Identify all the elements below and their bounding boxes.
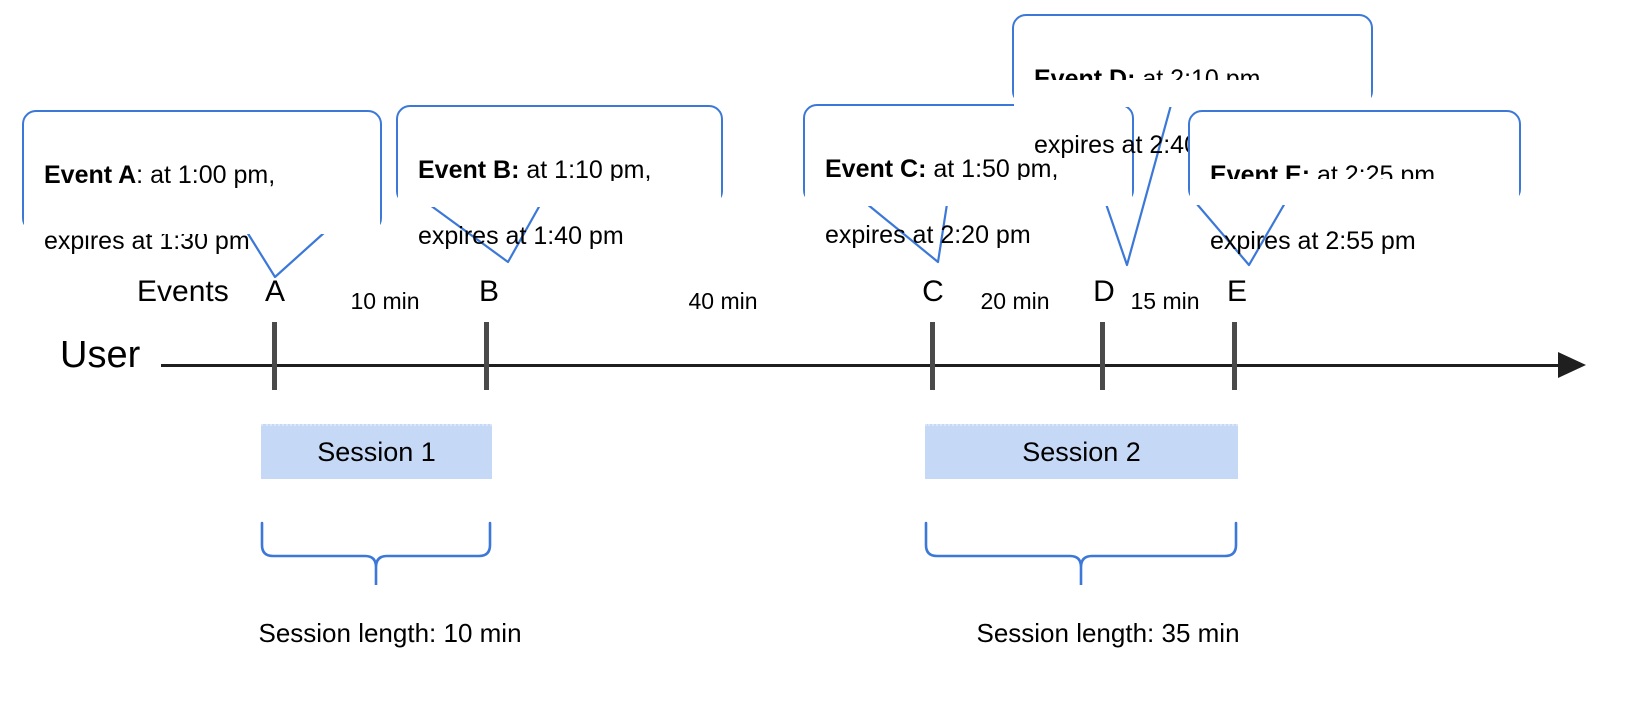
interval-label-bc: 40 min [688,288,758,314]
axis-row-label: User [60,334,141,376]
callout-event-a-line2: expires at 1:30 pm [44,227,250,255]
callout-event-b-line2: expires at 1:40 pm [418,222,624,250]
callout-event-c-line2: expires at 2:20 pm [825,221,1031,249]
event-label-d: D [1093,275,1115,308]
callout-event-a-name: Event A [44,161,137,189]
callout-event-d-name: Event D [1034,65,1128,93]
interval-label-cd: 20 min [980,288,1050,314]
event-marker-a[interactable] [272,322,277,390]
event-label-b: B [478,275,500,308]
brace-session-2 [924,521,1238,585]
callout-event-d-sep: : [1127,65,1136,93]
session-box-2[interactable]: Session 2 [925,424,1238,479]
callout-tail-a [246,231,326,279]
callout-event-c-name: Event C [825,155,919,183]
session-box-2-label: Session 2 [1022,437,1141,467]
callout-event-e: Event E: at 2:25 pm, expires at 2:55 pm [1188,110,1521,255]
events-row-label: Events [137,275,229,308]
callout-event-a-sep: : [136,161,151,189]
callout-event-e-name: Event E [1210,161,1302,189]
event-label-a: A [264,275,286,308]
callout-event-d: Event D: at 2:10 pm, expires at 2:40 pm [1012,14,1373,159]
event-label-c: C [922,275,944,308]
callout-event-d-line1: at 2:10 pm, [1142,65,1268,93]
interval-label-de: 15 min [1130,288,1200,314]
callout-event-b-sep: : [511,156,520,184]
callout-event-b-name: Event B [418,156,512,184]
callout-event-a: Event A: at 1:00 pm, expires at 1:30 pm [22,110,382,255]
timeline-axis [161,364,1569,367]
callout-event-c-line1: at 1:50 pm, [933,155,1059,183]
event-marker-e[interactable] [1232,322,1237,390]
interval-label-ab: 10 min [350,288,420,314]
callout-event-b: Event B: at 1:10 pm, expires at 1:40 pm [396,105,723,250]
session-box-1[interactable]: Session 1 [261,424,492,479]
callout-event-b-line1: at 1:10 pm, [526,156,652,184]
brace-session-1 [260,521,492,585]
callout-event-c-sep: : [918,155,927,183]
timeline-arrow-icon [1558,352,1586,378]
session-length-2: Session length: 35 min [976,618,1240,648]
session-length-1: Session length: 10 min [258,618,522,648]
session-box-1-label: Session 1 [317,437,436,467]
event-marker-d[interactable] [1100,322,1105,390]
callout-event-e-line2: expires at 2:55 pm [1210,227,1416,255]
event-label-e: E [1226,275,1248,308]
callout-event-e-sep: : [1301,161,1311,189]
callout-event-a-line1: at 1:00 pm, [150,161,276,189]
event-marker-b[interactable] [484,322,489,390]
event-marker-c[interactable] [930,322,935,390]
callout-event-e-line1: at 2:25 pm, [1316,161,1443,189]
